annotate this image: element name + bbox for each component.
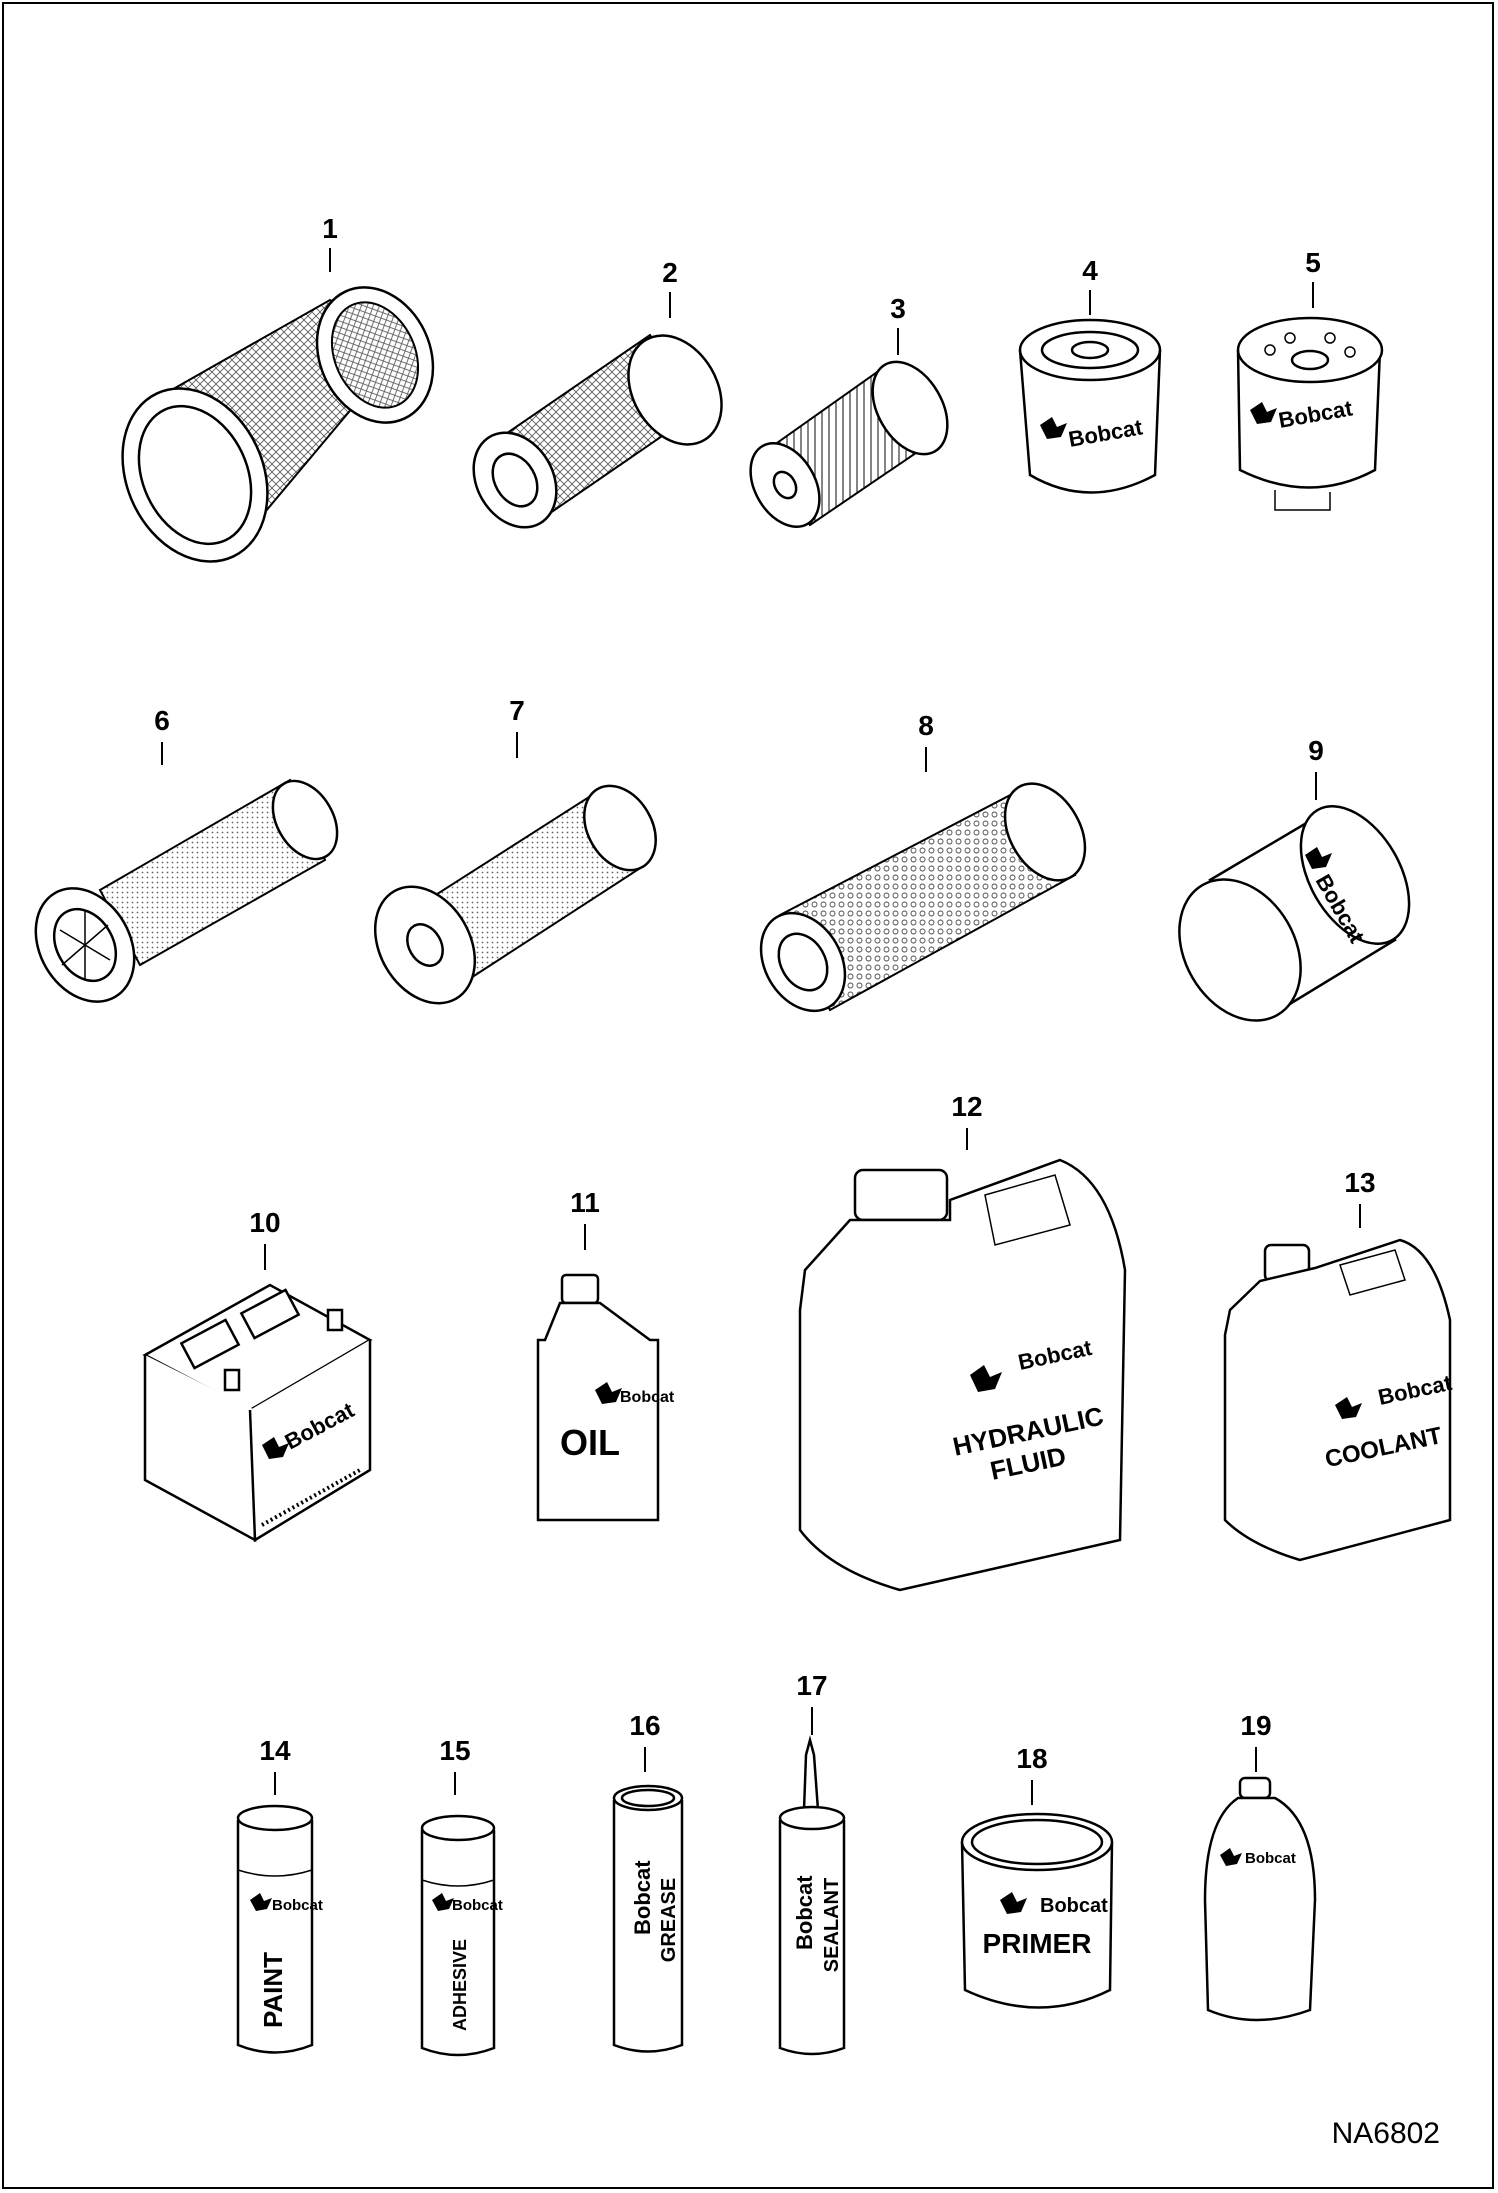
item-9-oil-filter: 9 Bobcat	[1178, 735, 1411, 1022]
item-13-coolant-jug: 13 Bobcat COOLANT	[1223, 1167, 1455, 1562]
callout-12: 12	[951, 1091, 982, 1122]
callout-16: 16	[629, 1710, 660, 1741]
callout-11: 11	[570, 1187, 600, 1218]
callout-2: 2	[662, 257, 678, 288]
item-14-paint-can: 14 Bobcat PAINT	[236, 1735, 323, 2054]
item-8-perforated-filter: 8	[759, 710, 1087, 1013]
item-18-primer-can: 18 Bobcat PRIMER	[960, 1743, 1114, 2009]
item-16-grease-tube: 16 Bobcat GREASE	[612, 1710, 684, 2053]
item-14-brand: Bobcat	[272, 1897, 323, 1914]
item-19-bottle: 19 Bobcat	[1203, 1710, 1317, 2022]
callout-18: 18	[1016, 1743, 1047, 1774]
item-7-breather-filter: 7	[373, 695, 657, 1005]
callout-17: 17	[796, 1670, 827, 1701]
item-1-air-filter: 1	[121, 213, 435, 563]
item-16-label: GREASE	[658, 1878, 680, 1962]
callout-4: 4	[1082, 255, 1098, 286]
item-17-brand: Bobcat	[792, 1875, 817, 1950]
item-15-label: ADHESIVE	[450, 1939, 470, 2031]
item-12-hydraulic-jug: 12 Bobcat HYDRAULIC FLUID	[798, 1091, 1127, 1592]
item-11-brand: Bobcat	[620, 1389, 675, 1406]
item-18-label: PRIMER	[983, 1928, 1092, 1959]
item-15-brand: Bobcat	[452, 1897, 503, 1914]
callout-8: 8	[918, 710, 934, 741]
callout-6: 6	[154, 705, 170, 736]
item-2-inner-filter: 2	[472, 257, 723, 529]
item-4-spin-on-filter: 4 Bobcat	[1018, 255, 1162, 494]
item-11-oil-bottle: 11 Bobcat OIL	[536, 1187, 675, 1522]
item-5-fuel-filter: 5 Bobcat	[1236, 247, 1384, 511]
callout-15: 15	[439, 1735, 470, 1766]
callout-1: 1	[322, 213, 338, 244]
callout-13: 13	[1344, 1167, 1375, 1198]
item-11-label: OIL	[560, 1422, 620, 1463]
callout-14: 14	[259, 1735, 291, 1766]
callout-7: 7	[509, 695, 525, 726]
item-18-brand: Bobcat	[1040, 1895, 1108, 1917]
callout-5: 5	[1305, 247, 1321, 278]
item-19-brand: Bobcat	[1245, 1850, 1296, 1867]
item-16-brand: Bobcat	[630, 1860, 655, 1935]
callout-10: 10	[249, 1207, 280, 1238]
item-6-breather-filter: 6	[34, 705, 339, 1003]
callout-19: 19	[1240, 1710, 1271, 1741]
callout-9: 9	[1308, 735, 1324, 766]
item-17-sealant-tube: 17 Bobcat SEALANT	[778, 1670, 846, 2056]
callout-3: 3	[890, 293, 906, 324]
item-14-label: PAINT	[258, 1952, 288, 2028]
item-17-label: SEALANT	[821, 1878, 843, 1972]
item-15-adhesive-can: 15 Bobcat ADHESIVE	[420, 1735, 503, 2057]
figure-code: NA6802	[1331, 2117, 1440, 2150]
item-3-hydraulic-filter: 3	[749, 293, 949, 529]
item-10-battery: 10 Bobcat	[142, 1207, 373, 1543]
